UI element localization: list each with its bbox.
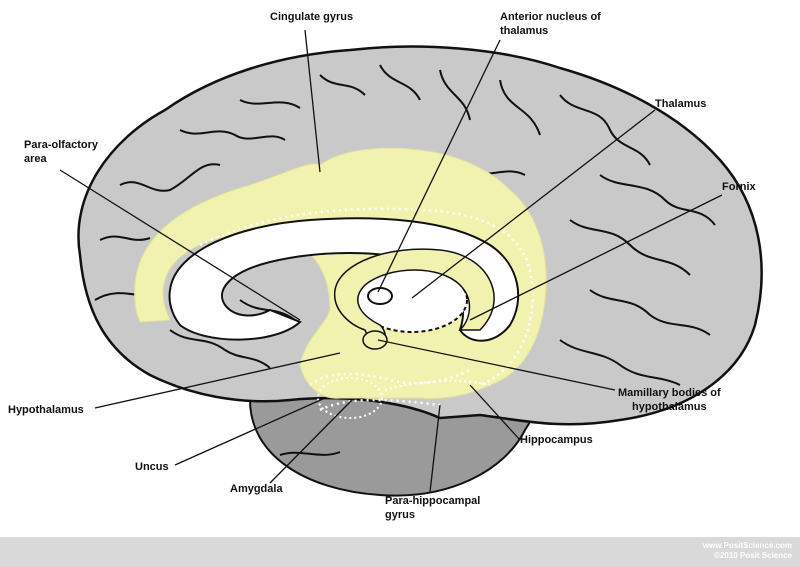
label-para-hippocampal-line1: Para-hippocampal [385, 495, 481, 507]
label-para-olfactory-line1: Para-olfactory [24, 139, 98, 151]
label-anterior-nucleus-line2: thalamus [500, 25, 549, 37]
hippocampus-shape [384, 379, 491, 391]
label-hypothalamus: Hypothalamus [8, 404, 84, 416]
thalamus-shape [356, 267, 468, 333]
label-fornix: Fornix [722, 181, 756, 193]
label-amygdala: Amygdala [230, 483, 283, 495]
label-uncus: Uncus [135, 461, 169, 473]
label-thalamus: Thalamus [655, 98, 707, 110]
label-para-olfactory-line2: area [24, 153, 47, 165]
footer-bar: www.PositScience.com ©2010 Posit Science [0, 537, 800, 567]
label-cingulate-gyrus: Cingulate gyrus [270, 11, 354, 23]
label-mamillary-line2: hypothalamus [632, 401, 707, 413]
dotted-pathways [199, 207, 534, 412]
anterior-nucleus-shape [367, 287, 393, 305]
sulci-lines [94, 64, 716, 456]
footer-site: www.PositScience.com [702, 541, 792, 550]
amygdala-shape [317, 377, 383, 419]
footer-copyright: ©2010 Posit Science [714, 551, 792, 560]
label-mamillary-line1: Mamillary bodies of [618, 387, 721, 399]
leader-lines [59, 29, 723, 493]
label-hippocampus: Hippocampus [520, 434, 593, 446]
label-anterior-nucleus-line1: Anterior nucleus of [500, 11, 601, 23]
mamillary-body-shape [362, 330, 388, 350]
label-para-hippocampal-line2: gyrus [385, 509, 415, 521]
